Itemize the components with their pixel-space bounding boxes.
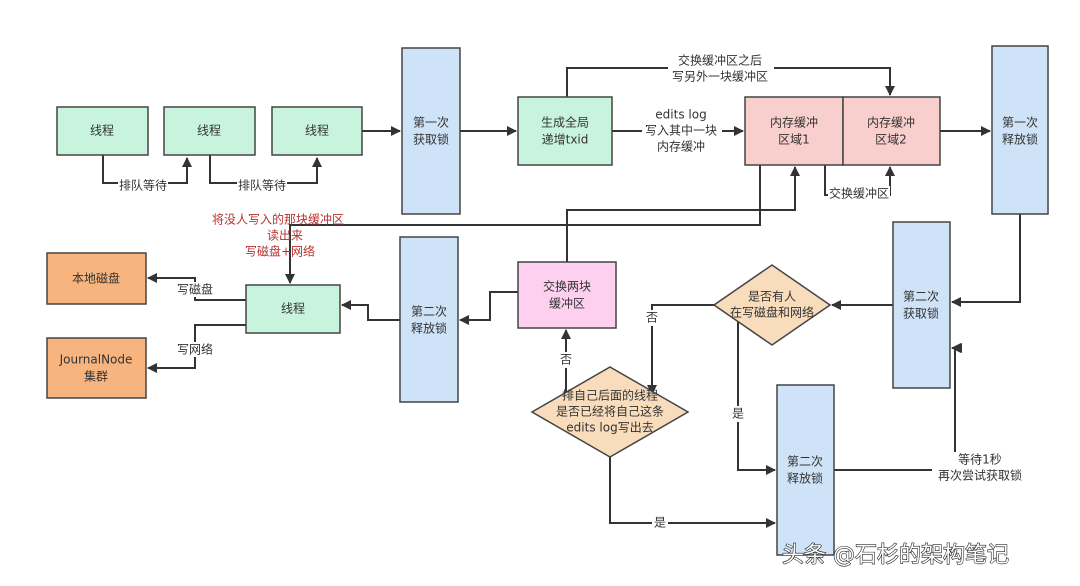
svg-text:释放锁: 释放锁 <box>1002 132 1038 147</box>
edge-release-to-acquire2 <box>951 214 1021 307</box>
label-flush-2: 读出来 <box>267 229 303 243</box>
edge-release2-to-thread <box>341 300 400 321</box>
node-second-release-lock-left: 第二次 释放锁 <box>399 236 459 403</box>
svg-text:递增txid: 递增txid <box>542 133 589 147</box>
svg-text:内存缓冲: 内存缓冲 <box>867 115 915 130</box>
label-no-2: 否 <box>560 353 572 367</box>
label-yes-1: 是 <box>732 407 744 421</box>
edge-swap-to-release2 <box>459 291 518 325</box>
svg-text:第二次: 第二次 <box>903 290 939 304</box>
svg-text:是否有人: 是否有人 <box>748 290 796 304</box>
node-buffer-1: 内存缓冲 区域1 <box>744 96 844 166</box>
label-write-edits-2: 写入其中一块 <box>645 123 717 138</box>
node-journalnode-cluster: JournalNode 集群 <box>46 337 147 399</box>
svg-text:线程: 线程 <box>90 123 114 138</box>
label-retry-2: 再次尝试获取锁 <box>938 468 1022 483</box>
label-write-network: 写网络 <box>177 342 213 357</box>
node-thread-2: 线程 <box>163 106 256 156</box>
node-sync-thread: 线程 <box>245 284 341 334</box>
node-first-release-lock: 第一次 释放锁 <box>991 45 1049 215</box>
decision-already-synced: 排自己后面的线程 是否已经将自己这条 edits log写出去 <box>530 366 690 458</box>
svg-text:释放锁: 释放锁 <box>787 471 823 486</box>
label-retry-1: 等待1秒 <box>958 453 1002 467</box>
label-no-1: 否 <box>646 311 658 325</box>
svg-text:释放锁: 释放锁 <box>411 321 447 336</box>
node-second-release-lock-bottom: 第二次 释放锁 <box>776 384 835 556</box>
svg-text:区域2: 区域2 <box>875 133 907 147</box>
label-swap: 交换缓冲区 <box>829 186 889 201</box>
svg-text:区域1: 区域1 <box>778 133 810 147</box>
edge-yes-to-release <box>737 322 776 475</box>
svg-text:是否已经将自己这条: 是否已经将自己这条 <box>556 404 664 419</box>
svg-text:JournalNode: JournalNode <box>59 353 133 367</box>
edge-flush <box>285 165 761 284</box>
label-yes-2: 是 <box>654 516 666 530</box>
label-flush-3: 写磁盘+网络 <box>245 244 315 259</box>
svg-text:第二次: 第二次 <box>411 305 447 319</box>
svg-text:内存缓冲: 内存缓冲 <box>770 115 818 130</box>
svg-text:获取锁: 获取锁 <box>413 132 449 147</box>
svg-text:生成全局: 生成全局 <box>541 115 589 130</box>
svg-text:获取锁: 获取锁 <box>903 306 939 321</box>
edge-labels: 排队等待 排队等待 edits log 写入其中一块 内存缓冲 交换缓冲区之后 … <box>118 53 1028 531</box>
svg-text:第一次: 第一次 <box>413 116 449 130</box>
label-queue-2: 排队等待 <box>238 178 286 193</box>
svg-text:本地磁盘: 本地磁盘 <box>72 271 120 286</box>
svg-text:交换两块: 交换两块 <box>543 279 591 294</box>
label-after-swap-2: 写另外一块缓冲区 <box>672 69 768 84</box>
svg-text:线程: 线程 <box>305 123 329 138</box>
node-generate-txid: 生成全局 递增txid <box>517 96 613 166</box>
node-local-disk: 本地磁盘 <box>46 252 147 305</box>
node-second-acquire-lock: 第二次 获取锁 <box>892 221 951 389</box>
edge-synced-yes <box>609 456 776 528</box>
svg-text:线程: 线程 <box>281 301 305 316</box>
watermark: 头条 @石杉的架构笔记 <box>782 543 1009 568</box>
svg-text:在写磁盘和网络: 在写磁盘和网络 <box>730 305 814 320</box>
label-write-edits-1: edits log <box>655 108 706 122</box>
node-buffer-2: 内存缓冲 区域2 <box>842 96 941 166</box>
node-thread-3: 线程 <box>271 106 363 156</box>
svg-text:edits log写出去: edits log写出去 <box>566 421 653 435</box>
label-write-edits-3: 内存缓冲 <box>657 139 705 154</box>
label-after-swap-1: 交换缓冲区之后 <box>678 53 762 68</box>
label-queue-1: 排队等待 <box>119 178 167 193</box>
svg-text:集群: 集群 <box>84 369 108 384</box>
node-swap-buffers: 交换两块 缓冲区 <box>517 261 617 329</box>
node-thread-1: 线程 <box>56 106 149 156</box>
node-first-acquire-lock: 第一次 获取锁 <box>401 47 461 215</box>
edge-swap-to-buffer <box>566 166 800 262</box>
edge-no-to-decision2 <box>647 304 714 395</box>
svg-text:缓冲区: 缓冲区 <box>549 296 585 311</box>
svg-text:第二次: 第二次 <box>787 455 823 469</box>
svg-text:线程: 线程 <box>197 123 221 138</box>
label-write-disk: 写磁盘 <box>177 282 213 297</box>
svg-text:第一次: 第一次 <box>1002 116 1038 130</box>
label-flush-1: 将没人写入的那块缓冲区 <box>212 212 344 227</box>
svg-text:排自己后面的线程: 排自己后面的线程 <box>562 388 658 403</box>
decision-someone-writing: 是否有人 在写磁盘和网络 <box>712 264 832 346</box>
